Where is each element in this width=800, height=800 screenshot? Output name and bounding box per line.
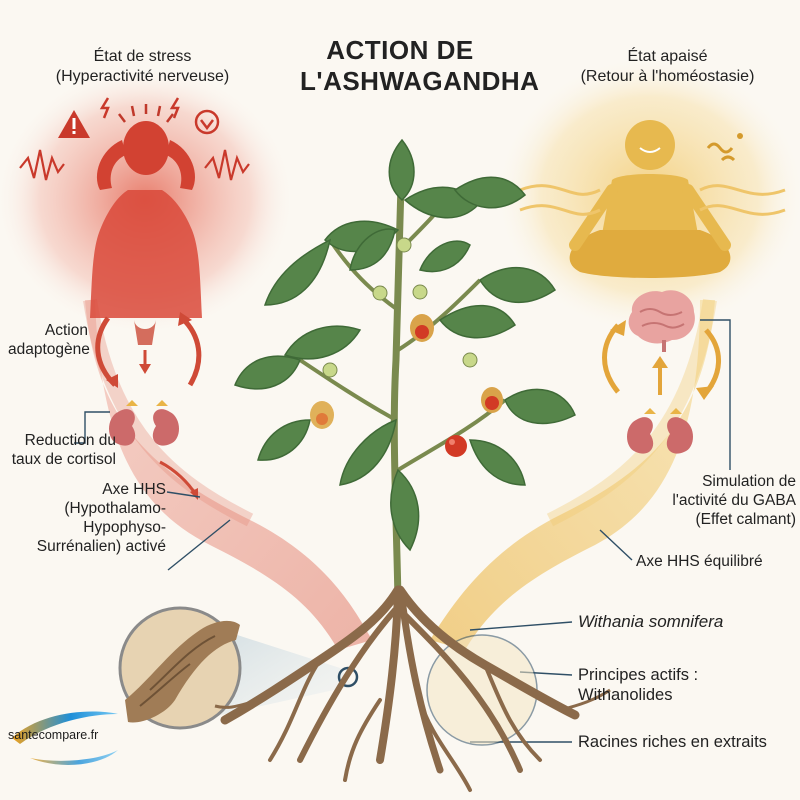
root-zoom-lens xyxy=(118,606,359,730)
calm-cycle-icon xyxy=(602,320,721,400)
calm-heading: État apaisé (Retour à l'homéostasie) xyxy=(555,47,780,86)
label-line: Withanolides xyxy=(578,686,673,705)
cortisol-label: Reduction du taux de cortisol xyxy=(6,432,116,470)
hhs-active-label: Axe HHS (Hypothalamo- Hypophyso- Surréna… xyxy=(6,481,166,557)
label-line: Surrénalien) activé xyxy=(36,537,166,555)
stress-heading: État de stress (Hyperactivité nerveuse) xyxy=(30,47,255,86)
label-line: Axe HHS xyxy=(102,481,166,498)
calm-subtitle: (Retour à l'homéostasie) xyxy=(580,67,755,85)
adaptogen-label: Action adaptogène xyxy=(8,322,90,360)
label-line: Principes actifs : xyxy=(578,666,699,684)
label-line: adaptogène xyxy=(8,340,90,358)
label-line: (Effet calmant) xyxy=(695,510,796,528)
stress-stream xyxy=(85,300,372,650)
kidney-icon xyxy=(627,408,693,454)
meditating-person-icon xyxy=(519,120,786,278)
stressed-person-icon xyxy=(19,104,250,318)
leader-line xyxy=(469,621,573,631)
label-line: (Hypothalamo- xyxy=(64,499,166,517)
adaptogen-cycle-icon xyxy=(95,312,202,388)
kidney-icon xyxy=(109,400,179,446)
leader-line xyxy=(599,529,633,561)
page-title: ACTION DE L'ASHWAGANDHA xyxy=(300,35,540,97)
stress-subtitle: (Hyperactivité nerveuse) xyxy=(55,67,230,85)
actives-label: Principes actifs : Withanolides xyxy=(578,665,698,705)
santecompare-logo xyxy=(12,711,118,765)
leader-line xyxy=(166,491,201,498)
warning-icon xyxy=(58,110,90,138)
leader-line xyxy=(700,319,731,470)
stress-title: État de stress xyxy=(93,48,192,65)
title-line: ACTION DE xyxy=(326,35,474,65)
label-line: Reduction du xyxy=(24,432,116,449)
calm-stream xyxy=(430,300,715,650)
calm-title: État apaisé xyxy=(627,48,708,65)
hhs-balanced-label: Axe HHS équilibré xyxy=(636,553,763,570)
flower-icon xyxy=(322,237,478,378)
title-line: L'ASHWAGANDHA xyxy=(300,66,540,97)
leader-line xyxy=(167,519,231,571)
label-line: taux de cortisol xyxy=(11,450,116,468)
berry-icon xyxy=(310,314,503,457)
label-line: Simulation de xyxy=(702,473,796,490)
gaba-label: Simulation de l'activité du GABA (Effet … xyxy=(660,473,796,530)
species-label: Withania somnifera xyxy=(578,612,724,631)
ashwagandha-plant xyxy=(214,138,611,792)
label-line: Action xyxy=(44,322,88,339)
brain-icon xyxy=(628,290,695,352)
leader-line xyxy=(74,411,110,444)
roots-label: Racines riches en extraits xyxy=(578,733,767,751)
logo-text: santecompare.fr xyxy=(8,728,99,742)
label-line: Hypophyso- xyxy=(83,518,166,536)
label-line: l'activité du GABA xyxy=(672,491,796,509)
alert-down-icon xyxy=(194,109,220,135)
lightning-icon xyxy=(99,97,180,119)
